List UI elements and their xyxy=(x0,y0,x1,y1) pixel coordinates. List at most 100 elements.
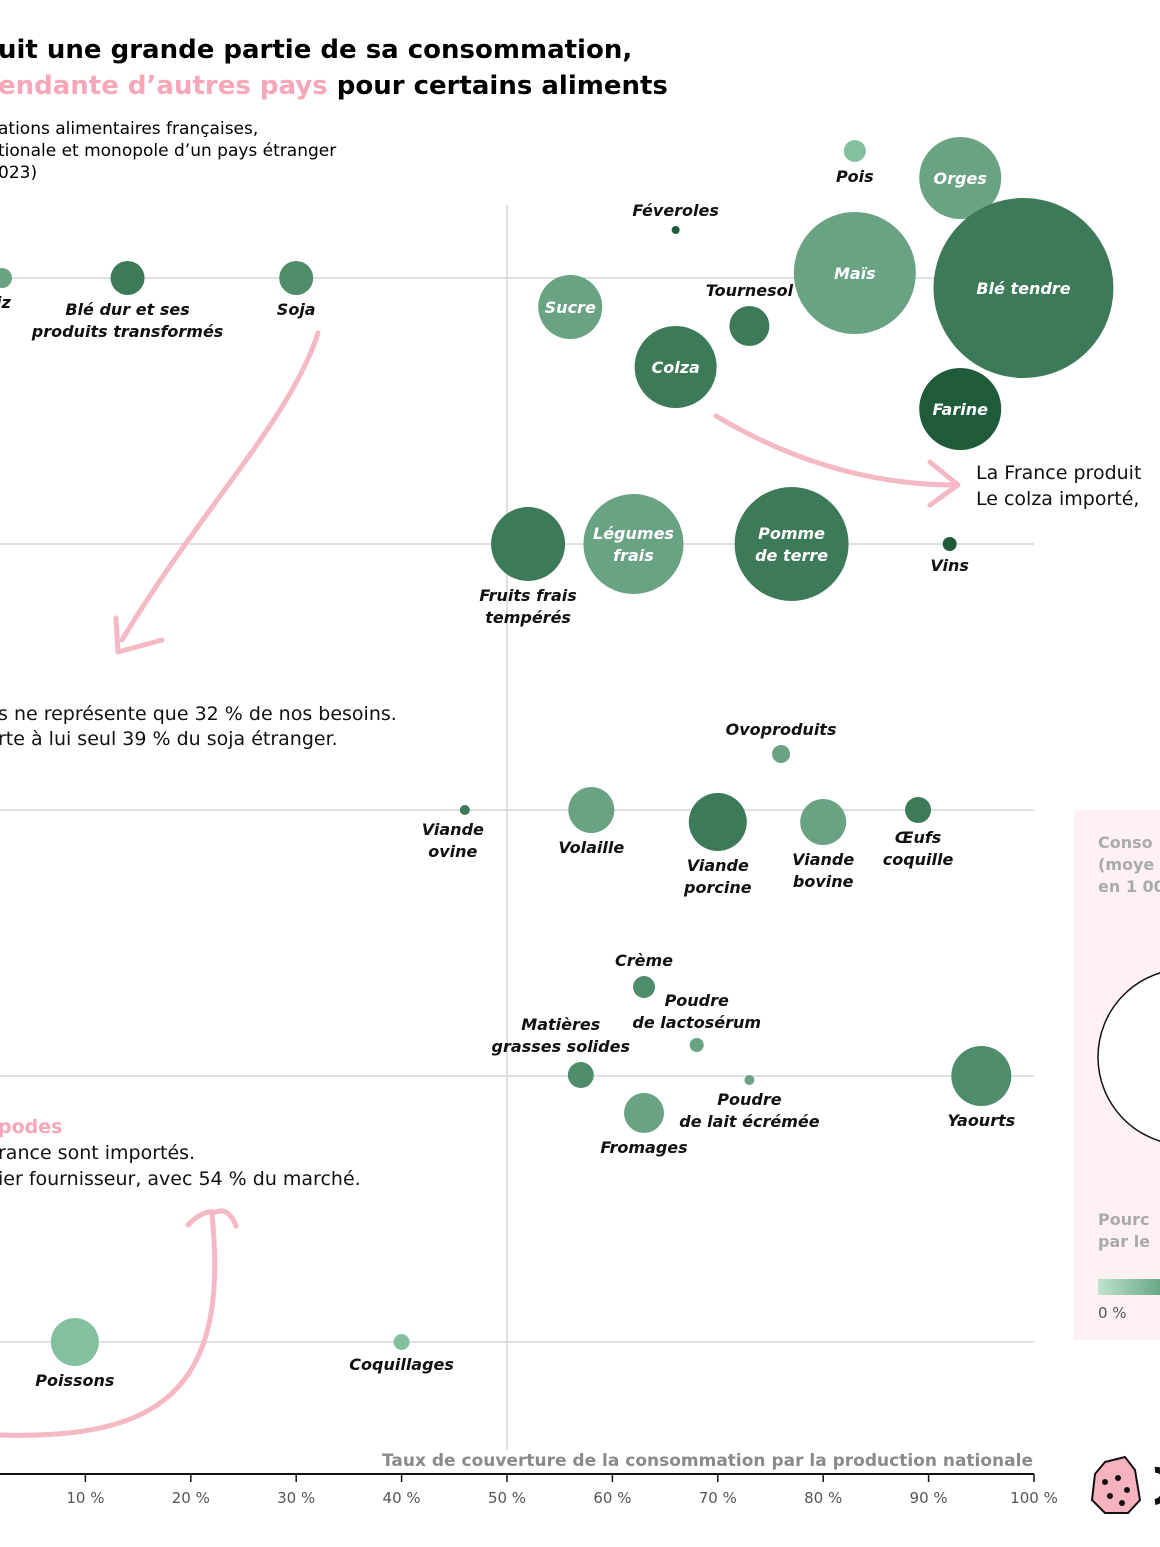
crustaces-annotation-title: podes xyxy=(0,1116,62,1138)
brand-logo-icon xyxy=(1090,1455,1160,1514)
crustaces-annotation-line2: ier fournisseur, avec 54 % du marché. xyxy=(0,1168,361,1190)
bubble-bl-dur-et-ses-produits-transform-s xyxy=(110,261,145,295)
legend-scale-min: 0 % xyxy=(1098,1304,1127,1322)
bubble-label-line: frais xyxy=(613,546,654,565)
bubble-label: iz xyxy=(0,293,11,312)
bubble-l-gumes-frais xyxy=(583,494,684,594)
bubble-label-line: de lactosérum xyxy=(632,1013,761,1032)
bubble-label-line: porcine xyxy=(683,878,752,897)
bubble-label-line: iz xyxy=(0,293,11,312)
x-tick-label: 20 % xyxy=(172,1489,210,1507)
bubble-label: Vins xyxy=(930,556,969,575)
bubble-label-line: tempérés xyxy=(485,608,571,627)
bubble-mati-res-grasses-solides xyxy=(567,1062,594,1088)
crustaces-annotation-arrow xyxy=(0,1212,218,1438)
bubble-label-line: Vins xyxy=(930,556,969,575)
bubble-orges xyxy=(919,137,1002,219)
bubble-volaille xyxy=(568,787,615,833)
bubble-label-line: produits transformés xyxy=(31,322,224,341)
bubble-label: Viande porcine xyxy=(683,856,752,897)
x-tick-label: 100 % xyxy=(1010,1489,1058,1507)
bubble-label: Pois xyxy=(836,167,874,186)
legend-share-line2: par le xyxy=(1098,1232,1150,1251)
bubble-label-line: Tournesol xyxy=(706,281,794,300)
bubble-label-line: Pois xyxy=(836,167,874,186)
bubble-label-line: de terre xyxy=(755,546,828,565)
bubble-label: Fromages xyxy=(600,1138,687,1157)
bubble-label: Sucre xyxy=(545,298,596,317)
bubble-label-line: Blé dur et ses xyxy=(65,300,189,319)
bubble-label-line: Blé tendre xyxy=(976,279,1070,298)
bubble-label-line: Légumes xyxy=(593,524,674,543)
chart-title-line1: uit une grande partie de sa consommation… xyxy=(0,35,632,65)
bubble-label-line: Ovoproduits xyxy=(726,720,837,739)
bubble-label: Orges xyxy=(934,169,987,188)
x-tick-label: 50 % xyxy=(488,1489,526,1507)
bubble-viande-porcine xyxy=(688,793,747,851)
legend-color-scale xyxy=(1098,1279,1160,1295)
bubble-label-line: bovine xyxy=(793,872,854,891)
bubble-label-line: Œufs xyxy=(895,828,942,847)
bubble-iz xyxy=(0,268,12,288)
bubble-bl-tendre xyxy=(933,198,1114,378)
bubble-farine xyxy=(919,368,1002,450)
bubble-label-line: Yaourts xyxy=(947,1111,1015,1130)
soja-annotation-arrow xyxy=(119,330,321,643)
bubble-label: Ovoproduits xyxy=(726,720,837,739)
bubble-label: Farine xyxy=(932,400,988,419)
soja-arrowhead xyxy=(113,615,165,655)
bubble-pois xyxy=(843,140,866,162)
bubble-viande-ovine xyxy=(459,805,470,815)
bubble-ovoproduits xyxy=(772,745,791,763)
soja-annotation-line1: s ne représente que 32 % de nos besoins. xyxy=(0,703,397,725)
bubble-label: Soja xyxy=(277,300,316,319)
bubble-label-line: grasses solides xyxy=(492,1037,630,1056)
bubble-label-line: Matières xyxy=(521,1015,600,1034)
bubble-label-line: Maïs xyxy=(834,264,876,283)
bubble-label: Poudre de lactosérum xyxy=(632,991,761,1032)
bubble-label: Crème xyxy=(615,951,673,970)
chart-title-highlight: endante d’autres pays xyxy=(0,71,328,101)
x-tick-label: 30 % xyxy=(277,1489,315,1507)
x-tick-label: 70 % xyxy=(699,1489,737,1507)
bubble--ufs-coquille xyxy=(905,797,932,823)
crustaces-arrowhead xyxy=(185,1208,239,1229)
bubble-label: Volaille xyxy=(558,838,624,857)
bubble-poudre-de-lactos-rum xyxy=(689,1038,704,1052)
bubble-label: Coquillages xyxy=(349,1355,454,1374)
bubble-label-line: Fromages xyxy=(600,1138,687,1157)
bubble-label-line: Féveroles xyxy=(632,201,719,220)
bubble-label-line: Soja xyxy=(277,300,316,319)
bubble-yaourts xyxy=(951,1046,1012,1106)
x-axis-ticks: 10 %20 %30 %40 %50 %60 %70 %80 %90 %100 … xyxy=(66,1474,1058,1507)
legend-size-circle xyxy=(1097,972,1160,1142)
bubble-label-line: coquille xyxy=(883,850,954,869)
chart-points: iz Blé dur et ses produits transformés Soja… xyxy=(0,137,1114,1390)
chart-title-line2: endante d’autres pays pour certains alim… xyxy=(0,71,668,101)
bubble-label-line: Viande xyxy=(687,856,749,875)
bubble-label: Blé tendre xyxy=(976,279,1070,298)
bubble-fromages xyxy=(624,1093,665,1133)
bubble-f-veroles xyxy=(671,226,680,234)
bubble-label-line: Viande xyxy=(792,850,854,869)
bubble-soja xyxy=(279,261,314,295)
bubble-colza xyxy=(634,326,717,408)
chart-grid xyxy=(0,205,1034,1450)
subtitle-line-2: tionale et monopole d’un pays étranger xyxy=(0,141,336,161)
bubble-viande-bovine xyxy=(800,799,847,845)
bubble-label-line: Fruits frais xyxy=(479,586,576,605)
bubble-label: Yaourts xyxy=(947,1111,1015,1130)
bubble-label-line: Farine xyxy=(932,400,988,419)
x-axis-title: Taux de couverture de la consommation pa… xyxy=(382,1451,1033,1471)
x-tick-label: 90 % xyxy=(910,1489,948,1507)
colza-annotation-line2: Le colza importé, xyxy=(976,488,1139,510)
bubble-poissons xyxy=(50,1318,99,1366)
bubble-label-line: Poudre xyxy=(665,991,729,1010)
crustaces-annotation-line1: rance sont importés. xyxy=(0,1142,195,1164)
bubble-vins xyxy=(942,537,957,551)
bubble-label-line: Poudre xyxy=(717,1090,781,1109)
bubble-label: Légumes frais xyxy=(593,524,674,565)
